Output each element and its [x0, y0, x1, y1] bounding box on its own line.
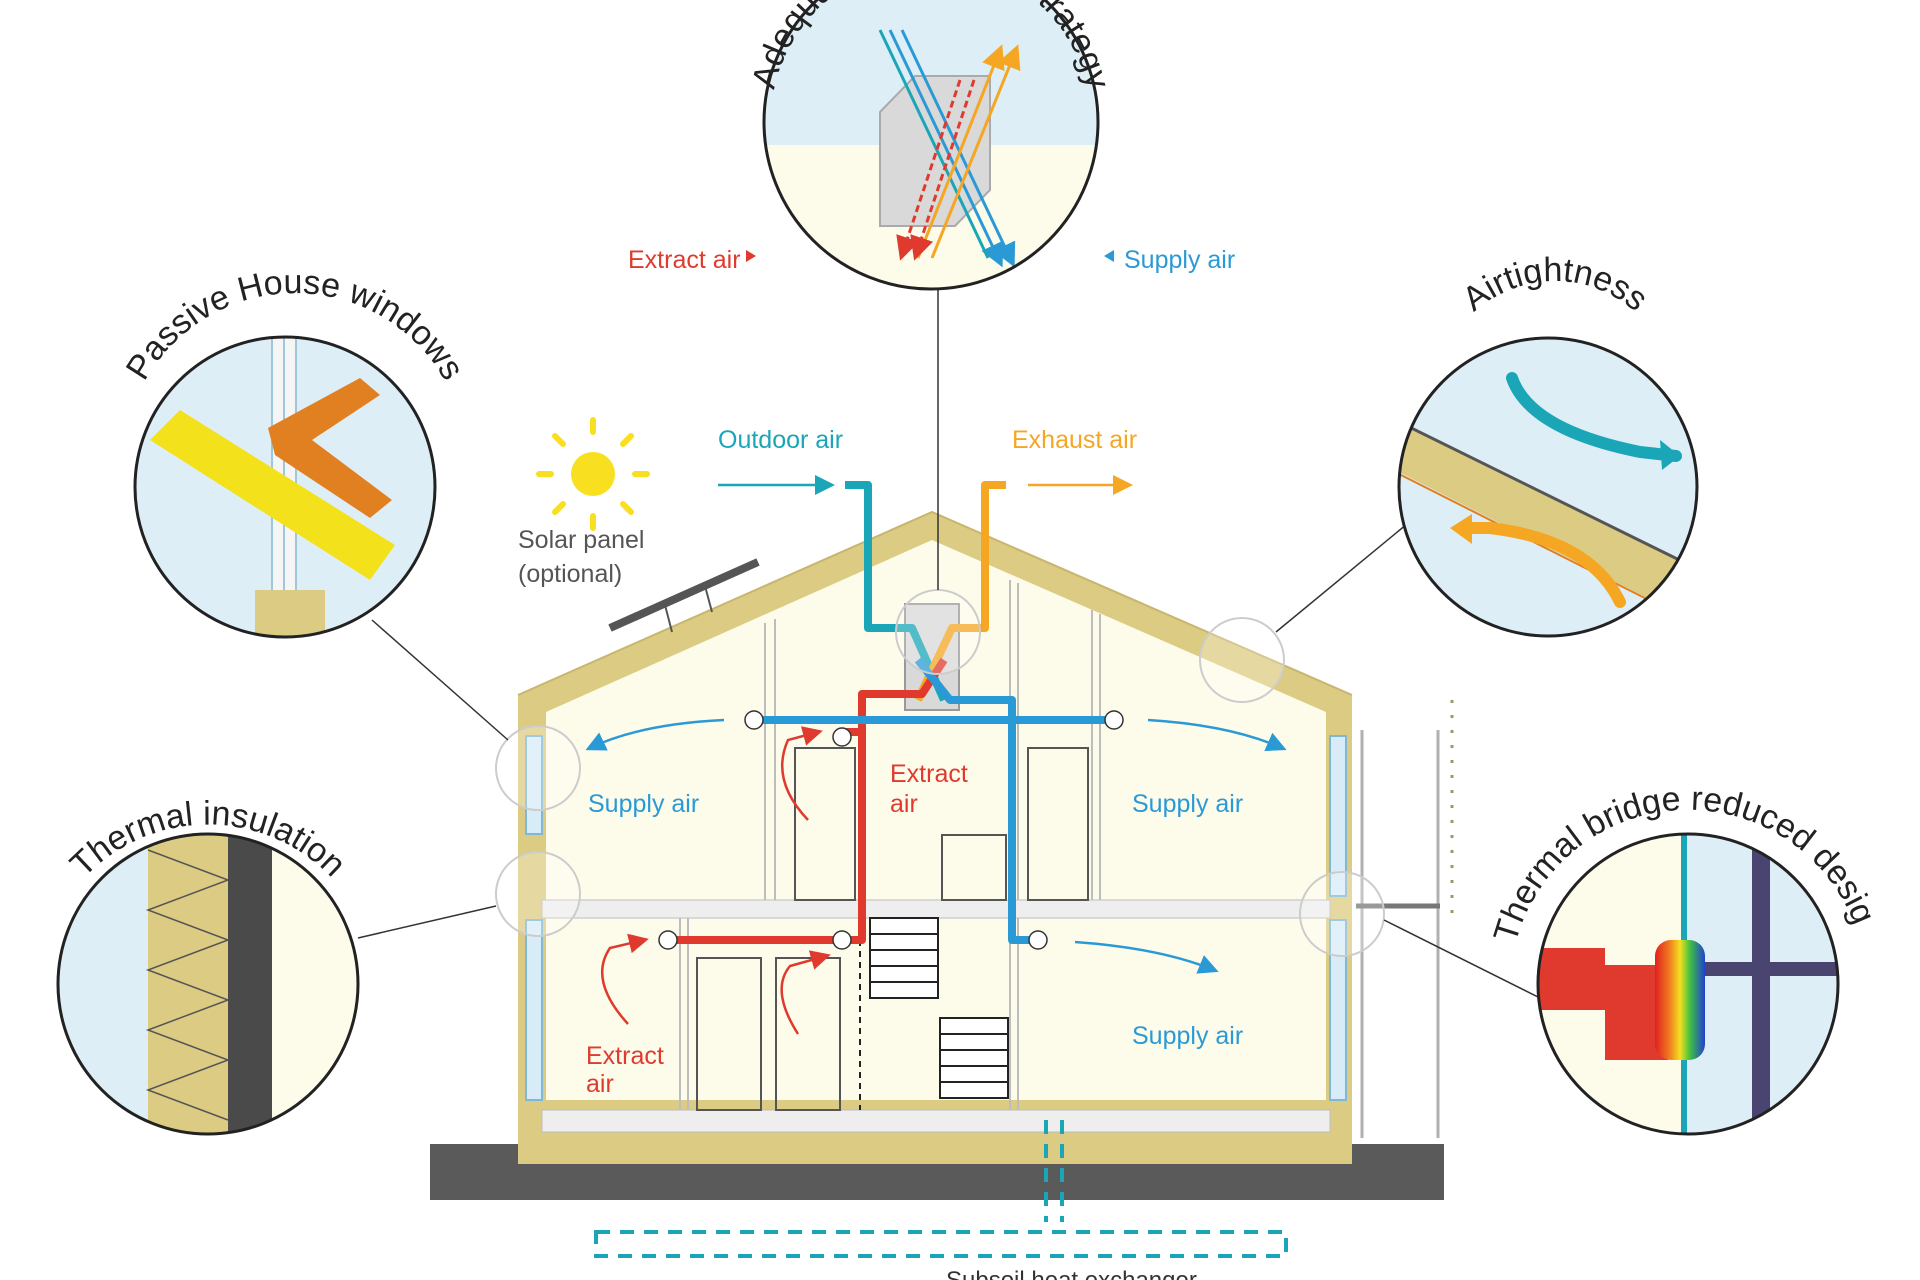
subsoil-heat-exchanger: [594, 1120, 1288, 1258]
intermediate-floor: [541, 899, 1331, 919]
flow-labels: Extract air Supply air Outdoor air Exhau…: [518, 246, 1243, 1280]
exhaust-air-duct: [914, 481, 1006, 702]
supply-air-label-left: Supply air: [588, 790, 699, 818]
extract-air-label-center: Extract: [890, 760, 968, 788]
solar-panel-label: Solar panel: [518, 526, 644, 554]
outdoor-air-label: Outdoor air: [718, 426, 843, 454]
airtightness-title: Airtightness: [1456, 251, 1655, 319]
supply-air-duct: [914, 657, 1036, 944]
subsoil-label: Subsoil heat exchanger: [946, 1267, 1197, 1280]
supply-air-label-lower: Supply air: [1132, 1022, 1243, 1050]
ventilation-detail: [762, 0, 1100, 291]
solar-panel: [608, 558, 760, 633]
windows-detail: [133, 335, 437, 639]
thermal-bridge-detail: [1536, 832, 1840, 1136]
exhaust-air-label: Exhaust air: [1012, 426, 1137, 454]
extract-air-label-center-2: air: [890, 790, 918, 818]
building-interior: [546, 540, 1326, 1100]
supply-air-label-top: Supply air: [1124, 246, 1235, 274]
duct-system: [676, 481, 1112, 944]
supply-air-marker-top: [1104, 250, 1114, 262]
detail-markers: [495, 589, 1385, 957]
connector-lines: [357, 290, 1549, 1003]
insulation-detail: [56, 832, 360, 1136]
room-airflow-arrows: [585, 718, 1287, 1035]
extract-air-duct: [840, 657, 948, 944]
ground-floor-slab: [541, 1109, 1331, 1133]
extract-air-marker-top: [746, 250, 756, 262]
sun-icon: [536, 417, 650, 531]
house: [430, 475, 1454, 1258]
svg-text:Airtightness: Airtightness: [1456, 251, 1655, 319]
staircase: [869, 917, 1009, 1099]
diffusers: [658, 710, 1124, 950]
outdoor-air-duct: [845, 481, 948, 702]
extract-air-label-top: Extract air: [628, 246, 741, 274]
solar-panel-note: (optional): [518, 560, 622, 588]
supply-air-label-right: Supply air: [1132, 790, 1243, 818]
extract-air-label-lower-2: air: [586, 1070, 614, 1098]
extract-air-label-lower: Extract: [586, 1042, 664, 1070]
airtightness-detail: [1397, 336, 1699, 638]
